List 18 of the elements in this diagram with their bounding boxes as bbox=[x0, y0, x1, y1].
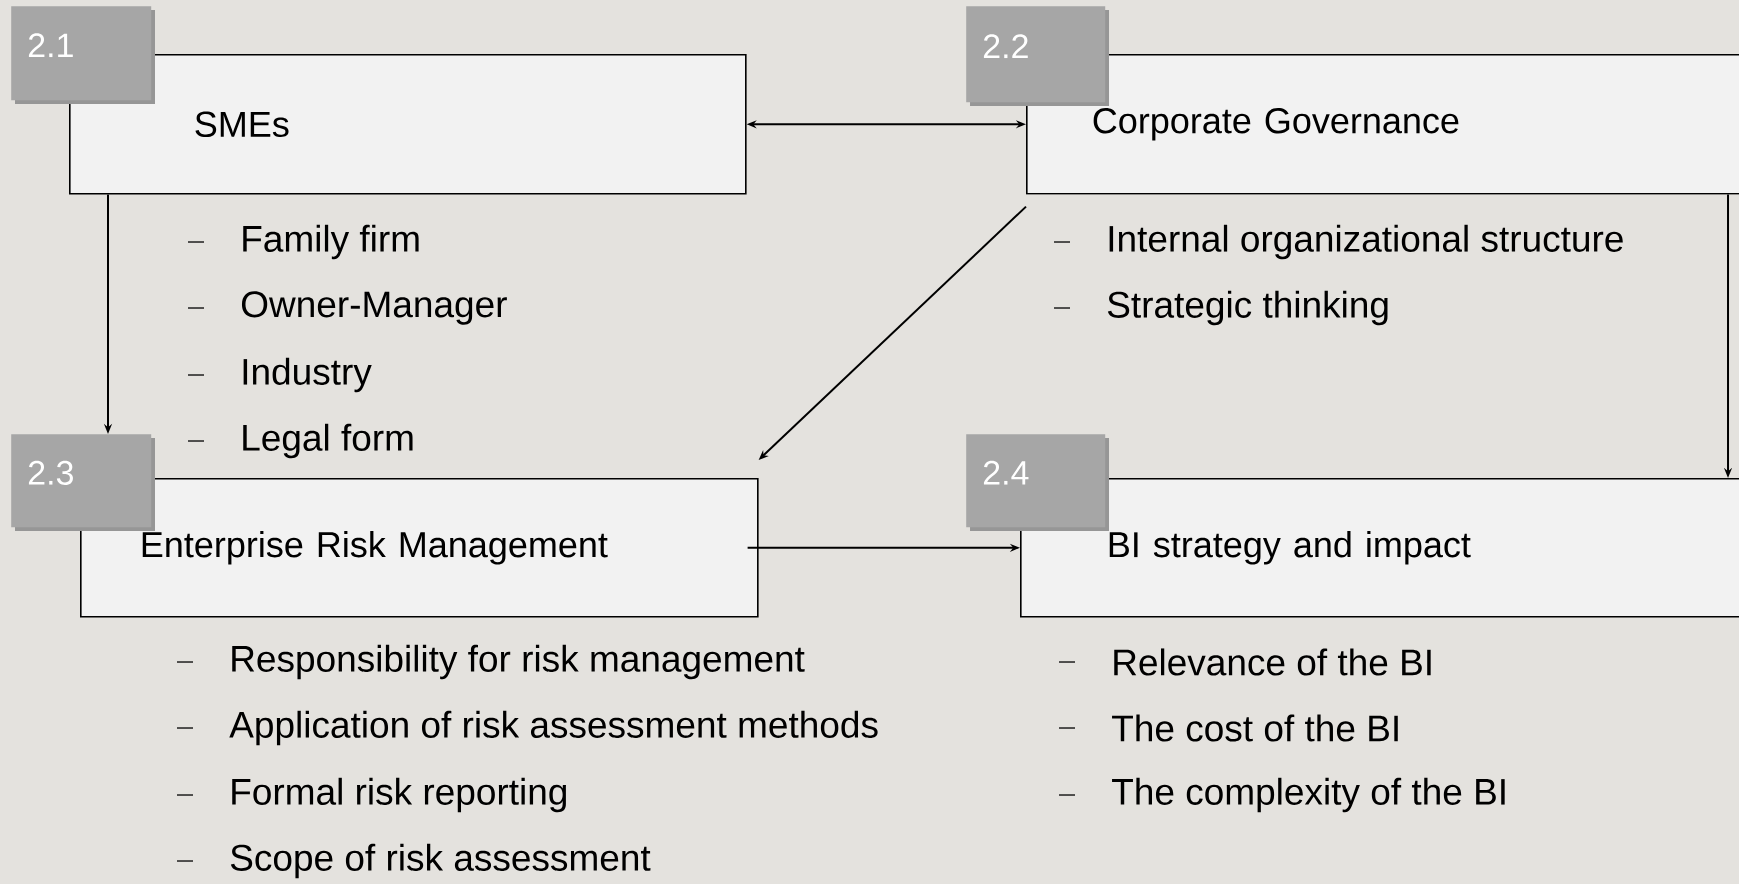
list-item: The complexity of the BI bbox=[1112, 777, 1505, 813]
list-item: Scope of risk assessment bbox=[230, 843, 651, 879]
list-item: Legal form bbox=[243, 423, 413, 459]
list-item: Responsibility for risk management bbox=[232, 644, 805, 680]
list-item: Internal organizational structure bbox=[1109, 224, 1623, 260]
list-item: Formal risk reporting bbox=[232, 777, 566, 813]
list-item: Strategic thinking bbox=[1107, 290, 1388, 326]
list-item: Family firm bbox=[243, 224, 419, 260]
list-item: Owner-Manager bbox=[241, 291, 507, 325]
number-tag: 2.3 bbox=[11, 434, 155, 531]
number-tag: 2.2 bbox=[966, 6, 1109, 106]
list-item: Relevance of the BI bbox=[1114, 648, 1431, 676]
list-item: Application of risk assessment methods bbox=[229, 710, 878, 746]
number-tag: 2.4 bbox=[966, 434, 1109, 531]
number-tag: 2.1 bbox=[11, 6, 155, 104]
list-item: The cost of the BI bbox=[1112, 714, 1398, 742]
text-box: Enterprise Risk Management bbox=[80, 478, 759, 618]
list-item: Industry bbox=[243, 357, 372, 393]
